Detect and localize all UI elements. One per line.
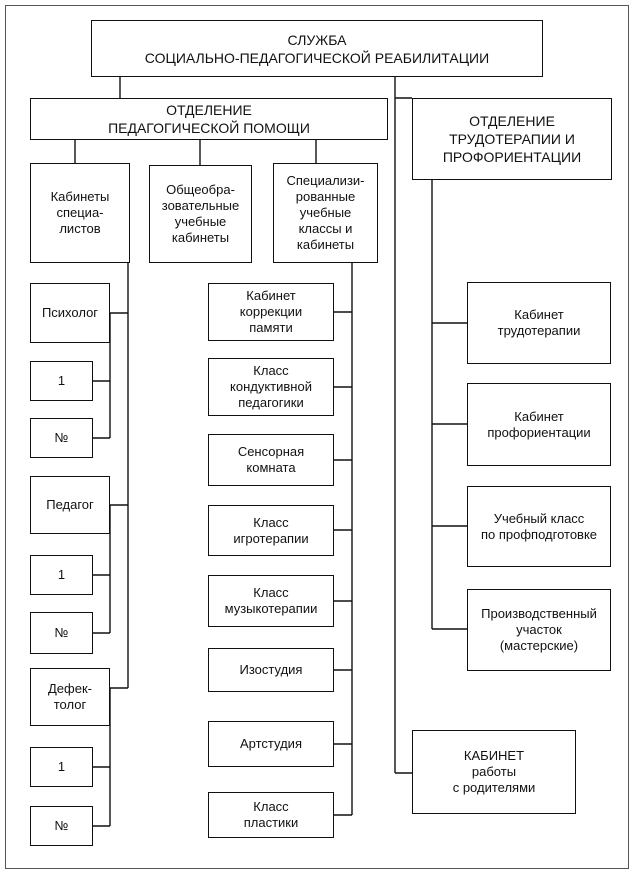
pedagogue-room-box: №	[30, 612, 93, 654]
root-box: СЛУЖБА СОЦИАЛЬНО-ПЕДАГОГИЧЕСКОЙ РЕАБИЛИТ…	[91, 20, 543, 77]
labor-department-box: ОТДЕЛЕНИЕ ТРУДОТЕРАПИИ И ПРОФОРИЕНТАЦИИ	[412, 98, 612, 180]
special-room-box: Класс пластики	[208, 792, 334, 838]
specialist-defectologist-box: Дефек- толог	[30, 668, 110, 726]
labor-room-box: Кабинет профориентации	[467, 383, 611, 466]
special-room-box: Класс игротерапии	[208, 505, 334, 556]
special-room-box: Класс музыкотерапии	[208, 575, 334, 627]
general-group-box: Общеобра- зовательные учебные кабинеты	[149, 165, 252, 263]
psychologist-room-box: №	[30, 418, 93, 458]
labor-room-box: Учебный класс по профподготовке	[467, 486, 611, 567]
specialists-group-box: Кабинеты специа- листов	[30, 163, 130, 263]
special-room-box: Кабинет коррекции памяти	[208, 283, 334, 341]
specialist-pedagogue-box: Педагог	[30, 476, 110, 534]
ped-department-box: ОТДЕЛЕНИЕ ПЕДАГОГИЧЕСКОЙ ПОМОЩИ	[30, 98, 388, 140]
labor-room-box: Производственный участок (мастерские)	[467, 589, 611, 671]
specialist-psychologist-box: Психолог	[30, 283, 110, 343]
special-room-box: Артстудия	[208, 721, 334, 767]
special-room-box: Класс кондуктивной педагогики	[208, 358, 334, 416]
pedagogue-room-box: 1	[30, 555, 93, 595]
defectologist-room-box: 1	[30, 747, 93, 787]
special-room-box: Изостудия	[208, 648, 334, 692]
parents-room-box: КАБИНЕТ работы с родителями	[412, 730, 576, 814]
psychologist-room-box: 1	[30, 361, 93, 401]
diagram-frame	[5, 5, 629, 869]
special-room-box: Сенсорная комната	[208, 434, 334, 486]
defectologist-room-box: №	[30, 806, 93, 846]
special-group-box: Специализи- рованные учебные классы и ка…	[273, 163, 378, 263]
labor-room-box: Кабинет трудотерапии	[467, 282, 611, 364]
